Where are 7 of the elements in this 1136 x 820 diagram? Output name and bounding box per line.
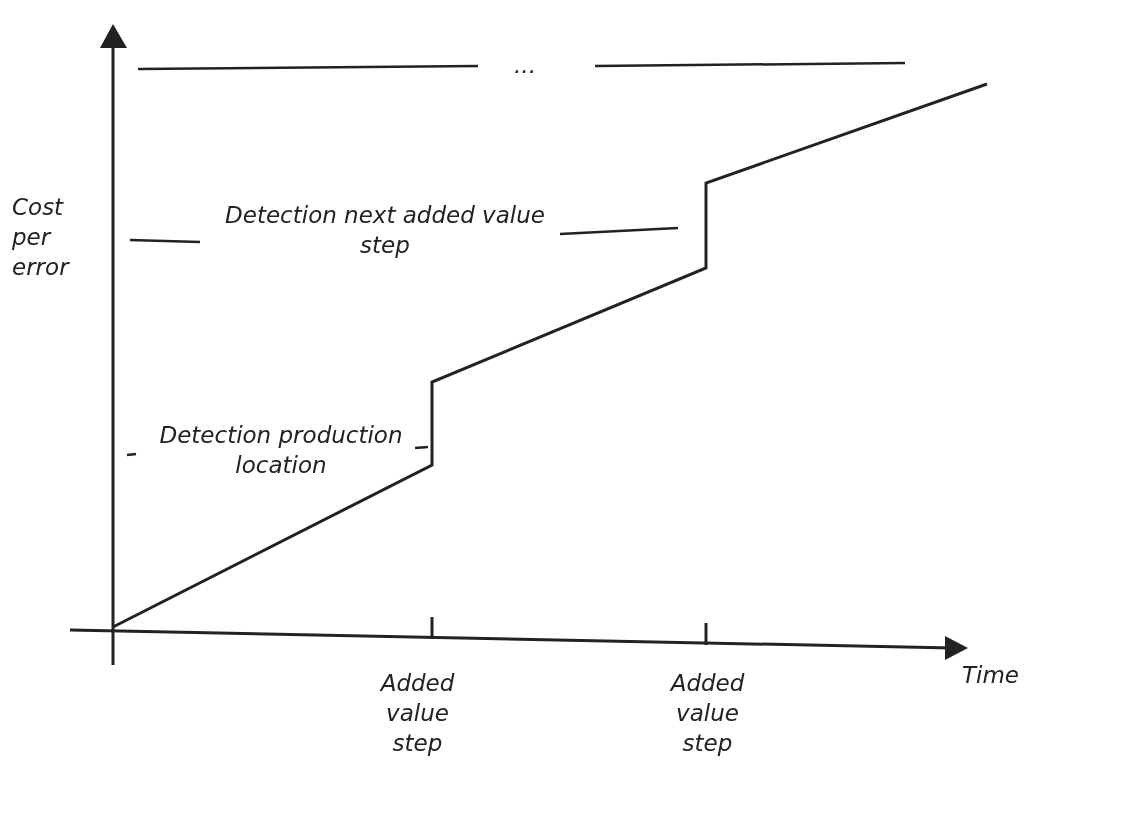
axis-label: Cost per error [12,193,71,282]
chart-annotation: Detection next added value step [224,201,546,260]
chart-annotation: Detection production location [158,421,404,480]
axis-label: Time [962,661,1020,690]
ellipsis-text: ... [513,51,537,80]
chart-annotation: Added value step [668,669,746,758]
chart-annotation: Added value step [378,669,456,758]
